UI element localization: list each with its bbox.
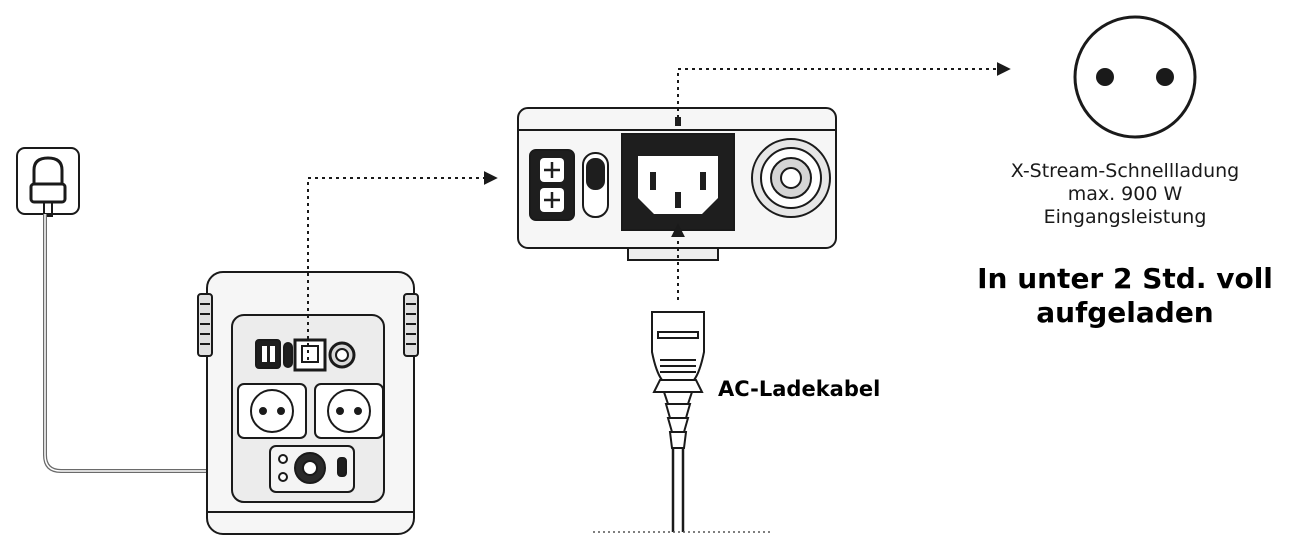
headline-line-1: In unter 2 Std. voll xyxy=(977,262,1273,295)
power-station-icon xyxy=(197,271,419,535)
eu-socket-icon xyxy=(1073,15,1197,139)
flow-arrow-to-input-panel xyxy=(307,171,498,360)
info-line-1: X-Stream-Schnellladung xyxy=(1010,160,1240,182)
headline: In unter 2 Std. voll aufgeladen xyxy=(950,262,1300,330)
wall-plug-icon xyxy=(16,147,80,217)
info-caption: X-Stream-Schnellladung max. 900 W Eingan… xyxy=(960,160,1290,228)
ac-power-cable-icon xyxy=(593,311,770,533)
info-line-3: Eingangsleistung xyxy=(1043,205,1207,228)
cable-label: AC-Ladekabel xyxy=(718,377,881,401)
input-panel-detail xyxy=(517,107,837,261)
info-line-2: max. 900 W xyxy=(1067,182,1183,205)
flow-arrow-to-socket xyxy=(677,62,1011,118)
headline-line-2: aufgeladen xyxy=(1036,296,1214,330)
